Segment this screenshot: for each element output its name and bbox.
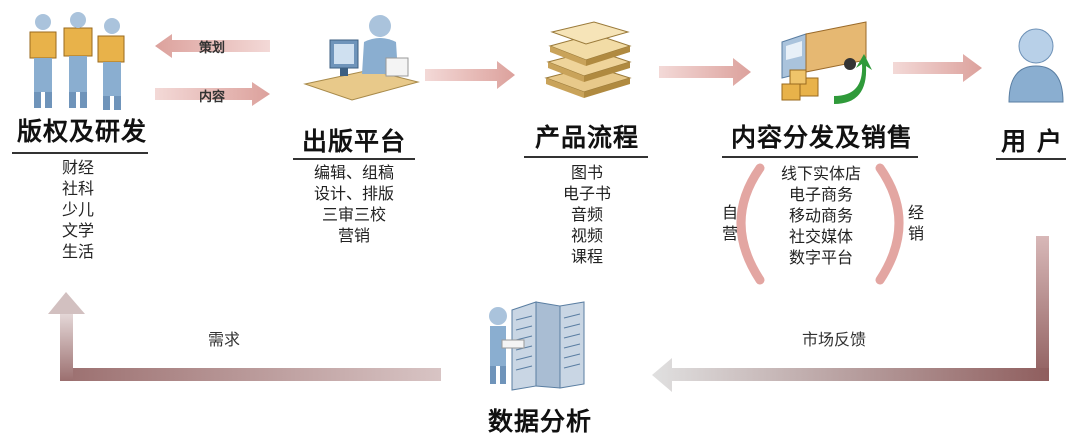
list-item: 图书 [570, 163, 603, 182]
demand-label: 需求 [208, 330, 241, 349]
user-title: 用 户 [1001, 127, 1063, 156]
user-underline [996, 158, 1066, 160]
list-item: 编辑、组稿 [313, 163, 394, 182]
stacked-books-icon [544, 21, 632, 98]
list-item: 营销 [337, 226, 370, 245]
list-item: 少儿 [61, 200, 94, 219]
list-item: 三审三校 [321, 205, 386, 224]
list-item: 数字平台 [788, 248, 853, 267]
list-item: 生活 [61, 242, 94, 261]
list-item: 课程 [570, 247, 603, 266]
user-icon [1008, 28, 1064, 103]
distribution-title: 内容分发及销售 [730, 123, 913, 152]
server-rack-icon [489, 301, 585, 391]
delivery-truck-icon [781, 21, 872, 104]
publishing-to-product-arrow [425, 61, 515, 89]
copyright-underline [12, 152, 148, 154]
list-item: 社交媒体 [788, 227, 853, 246]
list-item: 社科 [61, 179, 94, 198]
distribution-to-user-arrow [893, 54, 982, 82]
copyright-title: 版权及研发 [16, 117, 147, 146]
copyright-list: 财经 社科 少儿 文学 生活 [40, 157, 116, 262]
distribution-list: 线下实体店 电子商务 移动商务 社交媒体 数字平台 [764, 163, 878, 268]
demand-arrow-vertical [60, 312, 73, 381]
feedback-label: 市场反馈 [802, 330, 867, 349]
person-at-computer-icon [303, 15, 420, 101]
product-to-distribution-arrow [659, 58, 751, 86]
publishing-list: 编辑、组稿 设计、排版 三审三校 营销 [290, 162, 418, 246]
publishing-title: 出版平台 [301, 127, 406, 156]
planning-label: 策划 [199, 41, 226, 56]
feedback-arrow-vertical [1036, 236, 1049, 381]
left-paren [736, 163, 765, 285]
feedback-arrow-horizontal [652, 358, 1049, 392]
list-item: 电子商务 [788, 185, 853, 204]
list-item: 电子书 [562, 184, 611, 203]
list-item: 视频 [570, 226, 603, 245]
content-arrow [155, 82, 270, 106]
self-operated-label: 自 营 [721, 203, 738, 243]
list-item: 文学 [61, 221, 94, 240]
list-item: 设计、排版 [313, 184, 394, 203]
distribution-underline [722, 156, 918, 158]
workers-with-boxes-icon [29, 12, 125, 110]
distribution-label: 经 销 [907, 203, 924, 243]
demand-arrow-horizontal [60, 368, 441, 381]
list-item: 财经 [61, 158, 94, 177]
product-underline [524, 156, 648, 158]
content-label: 内容 [199, 90, 226, 105]
right-paren [875, 163, 904, 285]
demand-arrow-head [48, 292, 85, 314]
list-item: 移动商务 [788, 206, 853, 225]
list-item: 音频 [570, 205, 603, 224]
publishing-underline [293, 158, 415, 160]
list-item: 线下实体店 [780, 164, 861, 183]
analysis-title: 数据分析 [487, 407, 592, 436]
planning-arrow [155, 34, 270, 58]
product-list: 图书 电子书 音频 视频 课程 [545, 162, 629, 267]
product-title: 产品流程 [534, 123, 639, 152]
